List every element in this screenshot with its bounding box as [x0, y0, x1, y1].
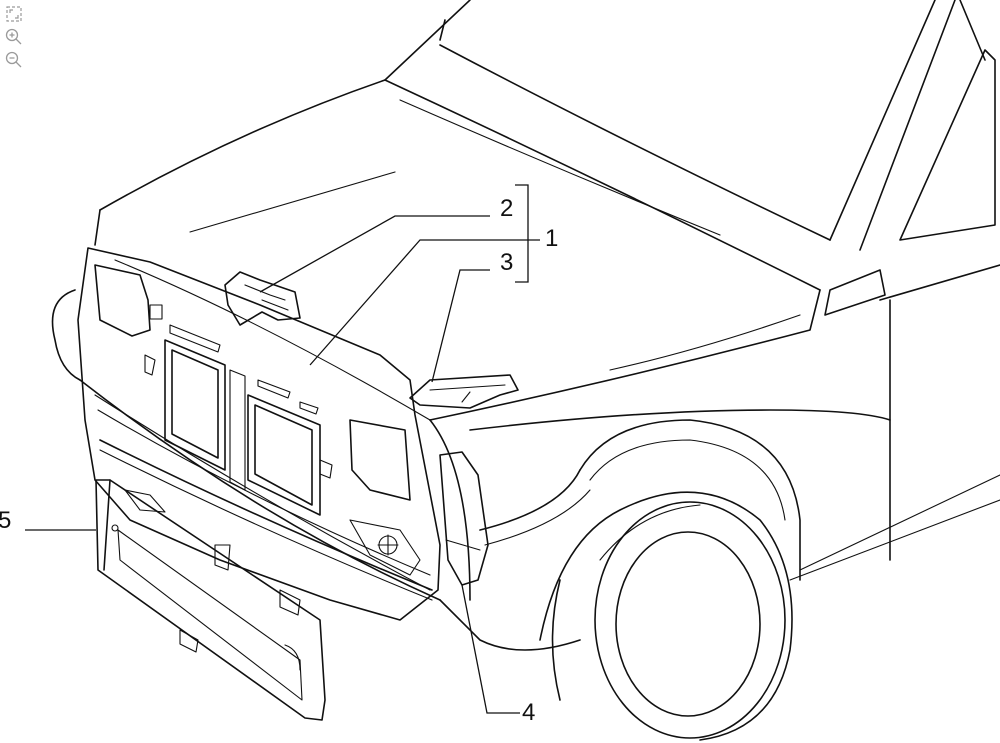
side-filler-panel	[439, 451, 489, 586]
vehicle-body	[51, 0, 1000, 741]
hood-catch-plate	[409, 374, 519, 409]
callout-2: 2	[500, 195, 513, 222]
zoom-in-icon[interactable]	[4, 27, 24, 47]
zoom-controls	[4, 4, 26, 70]
callout-5: 5	[0, 507, 11, 534]
fit-screen-icon[interactable]	[4, 4, 24, 24]
leader-lines	[25, 184, 540, 714]
lower-grille-support	[95, 479, 326, 721]
callout-4: 4	[522, 699, 535, 726]
hood-latch-bracket	[224, 271, 301, 326]
callout-3: 3	[500, 249, 513, 276]
front-panel-assembly	[77, 247, 441, 621]
zoom-out-icon[interactable]	[4, 50, 24, 70]
callout-1: 1	[545, 225, 558, 252]
